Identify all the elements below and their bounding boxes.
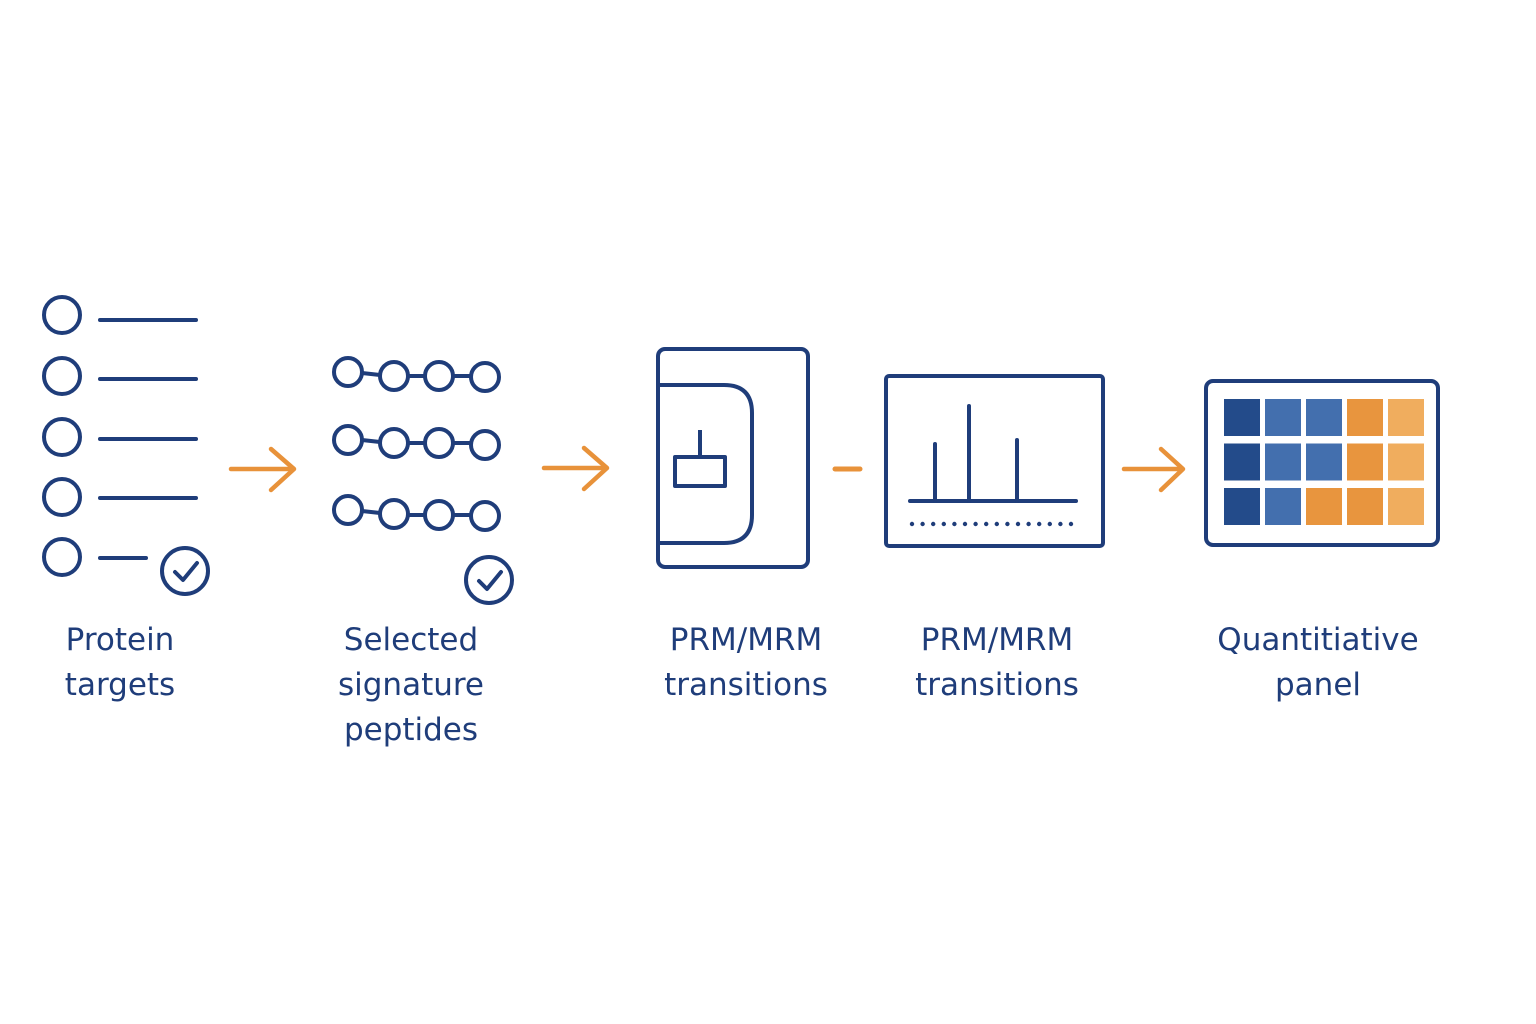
label-line: signature	[337, 667, 485, 703]
step-label-quantitative-panel: Quantitiative panel	[1217, 618, 1418, 708]
heatmap-panel-icon	[1204, 379, 1440, 547]
label-line: Protein	[65, 622, 175, 658]
heatmap-cell	[1265, 488, 1301, 525]
heatmap-cell	[1224, 443, 1260, 481]
spectrum-dot	[909, 521, 915, 527]
heatmap-cell	[1224, 488, 1260, 525]
spectrum-dot	[920, 521, 925, 527]
spectrum-dot	[1026, 521, 1031, 527]
arrow-right-icon	[1121, 446, 1186, 493]
spectrum-dot	[1015, 521, 1021, 527]
spectrum-dot	[973, 521, 978, 527]
heatmap-cell	[1265, 443, 1301, 481]
spectrum-dot	[931, 521, 936, 527]
label-line: PRM/MRM	[669, 622, 823, 658]
heatmap-cell	[1306, 488, 1342, 525]
heatmap-cell	[1306, 443, 1342, 481]
spectrum-dot	[1037, 521, 1042, 527]
heatmap-cell	[1265, 399, 1301, 436]
peptide-chains-icon	[332, 356, 501, 532]
arrow-right-icon	[541, 445, 610, 492]
spectrum-dot	[1047, 521, 1053, 527]
step-label-signature-peptides: Selected signature peptides	[338, 618, 484, 753]
spectrum-dot	[1058, 521, 1063, 527]
spectrum-screen-icon	[884, 374, 1105, 548]
spectrum-dot	[962, 521, 968, 527]
label-line: targets	[64, 667, 176, 703]
label-line: Selected	[343, 622, 479, 658]
label-line: PRM/MRM	[920, 622, 1074, 658]
heatmap-cell	[1347, 399, 1383, 436]
arrow-right-icon	[228, 446, 297, 493]
spectrum-dot	[952, 521, 957, 527]
check-circle-icon	[160, 546, 210, 596]
step-label-prm-mrm-transitions-2: PRM/MRM transitions	[915, 618, 1079, 708]
heatmap-cell	[1347, 488, 1383, 525]
step-label-protein-targets: Protein targets	[65, 618, 175, 708]
heatmap-cell	[1388, 443, 1424, 481]
heatmap-cell	[1347, 443, 1383, 481]
label-line: panel	[1274, 667, 1362, 703]
check-circle-icon	[464, 555, 514, 605]
protein-list-icon	[42, 295, 198, 577]
spectrum-dot	[941, 521, 946, 527]
spectrum-dot	[1005, 521, 1010, 527]
spectrum-dot	[984, 521, 989, 527]
spectrum-dot	[994, 521, 999, 527]
spectrum-baseline-dots	[909, 521, 1074, 527]
label-line: transitions	[664, 667, 828, 703]
heatmap-cell	[1224, 399, 1260, 436]
heatmap-cell	[1306, 399, 1342, 436]
spectrum-dot	[1068, 521, 1074, 527]
label-line: transitions	[915, 667, 1079, 703]
label-line: Quantitiative	[1217, 622, 1419, 658]
mass-spectrometer-icon	[656, 347, 810, 569]
label-line: peptides	[343, 712, 479, 748]
heatmap-cell	[1388, 399, 1424, 436]
step-label-prm-mrm-transitions-1: PRM/MRM transitions	[664, 618, 828, 708]
heatmap-cells	[1224, 399, 1424, 525]
heatmap-cell	[1388, 488, 1424, 525]
